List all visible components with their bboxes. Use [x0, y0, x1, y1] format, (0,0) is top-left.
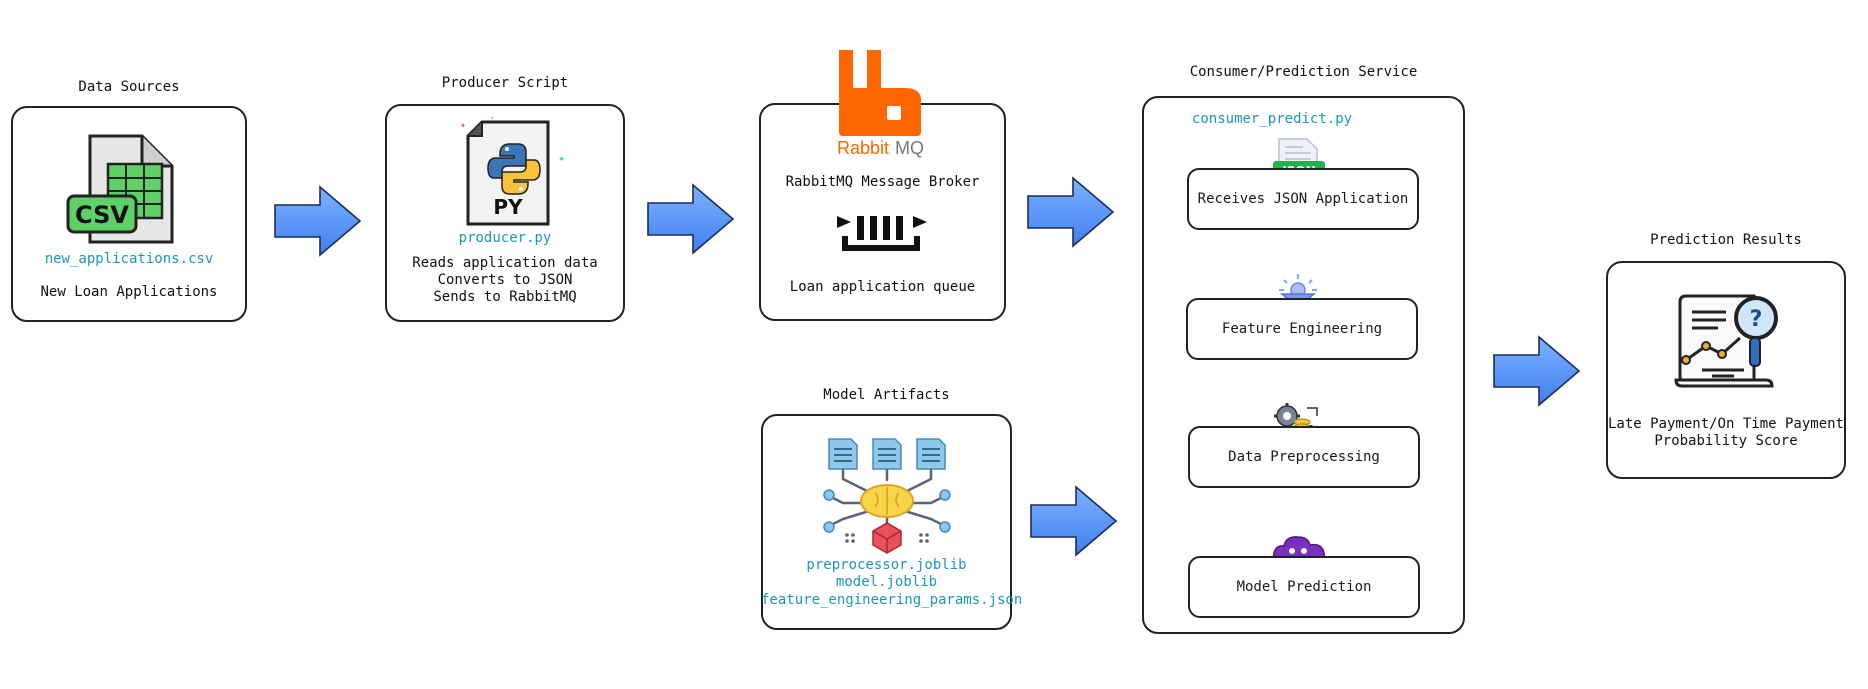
data-sources-file: new_applications.csv [44, 251, 214, 267]
producer-line-2: Converts to JSON [437, 272, 573, 288]
ai-brain-network-icon [823, 438, 951, 554]
results-line-2: Probability Score [1654, 433, 1798, 449]
artifact-file-1: preprocessor.joblib [806, 557, 967, 573]
step-receives-json: Receives JSON Application [1187, 168, 1419, 230]
python-file-icon: PY ✦ ✦ ✦ [460, 113, 565, 226]
consumer-title: Consumer/Prediction Service [1189, 64, 1418, 80]
csv-file-icon: CSV [66, 134, 174, 244]
producer-file: producer.py [458, 230, 552, 246]
data-sources-title: Data Sources [78, 79, 180, 95]
step-data-preprocessing: Data Preprocessing [1188, 426, 1420, 488]
results-line-1: Late Payment/On Time Payment [1607, 416, 1844, 432]
svg-text:✦: ✦ [558, 151, 565, 165]
queue-icon [837, 216, 927, 251]
rabbitmq-logo-text-b: MQ [895, 138, 924, 158]
python-icon-text: PY [493, 195, 523, 219]
arrow-producer-to-broker [647, 183, 735, 255]
rabbitmq-logo-text-a: Rabbit [837, 138, 889, 158]
arrow-sources-to-producer [274, 185, 362, 257]
step-model-prediction-label: Model Prediction [1236, 579, 1372, 595]
broker-label: RabbitMQ Message Broker [785, 174, 980, 190]
artifact-file-3: feature_engineering_params.json [761, 592, 1023, 608]
queue-label: Loan application queue [789, 279, 976, 295]
step-model-prediction: Model Prediction [1188, 556, 1420, 618]
arrow-artifacts-to-consumer [1030, 485, 1118, 557]
consumer-file: consumer_predict.py [1191, 111, 1353, 127]
svg-text:?: ? [1750, 307, 1763, 332]
rabbitmq-logo: Rabbit MQ [837, 50, 924, 158]
producer-line-1: Reads application data [412, 255, 598, 271]
artifacts-title: Model Artifacts [823, 387, 950, 403]
producer-line-3: Sends to RabbitMQ [433, 289, 577, 305]
step-receives-json-label: Receives JSON Application [1197, 191, 1409, 207]
step-data-preprocessing-label: Data Preprocessing [1228, 449, 1380, 465]
broker-box [759, 103, 1006, 321]
step-feature-engineering: Feature Engineering [1186, 298, 1418, 360]
report-magnifier-icon: ? [1674, 294, 1778, 388]
arrow-consumer-to-results [1493, 335, 1581, 407]
producer-title: Producer Script [441, 75, 569, 91]
svg-text:✦: ✦ [460, 120, 466, 131]
results-title: Prediction Results [1650, 232, 1802, 248]
svg-text:✦: ✦ [490, 113, 495, 122]
artifact-file-2: model.joblib [835, 574, 938, 590]
arrow-broker-to-consumer [1027, 176, 1115, 248]
csv-icon-text: CSV [75, 201, 129, 229]
step-feature-engineering-label: Feature Engineering [1221, 321, 1383, 337]
data-sources-desc: New Loan Applications [40, 284, 218, 300]
